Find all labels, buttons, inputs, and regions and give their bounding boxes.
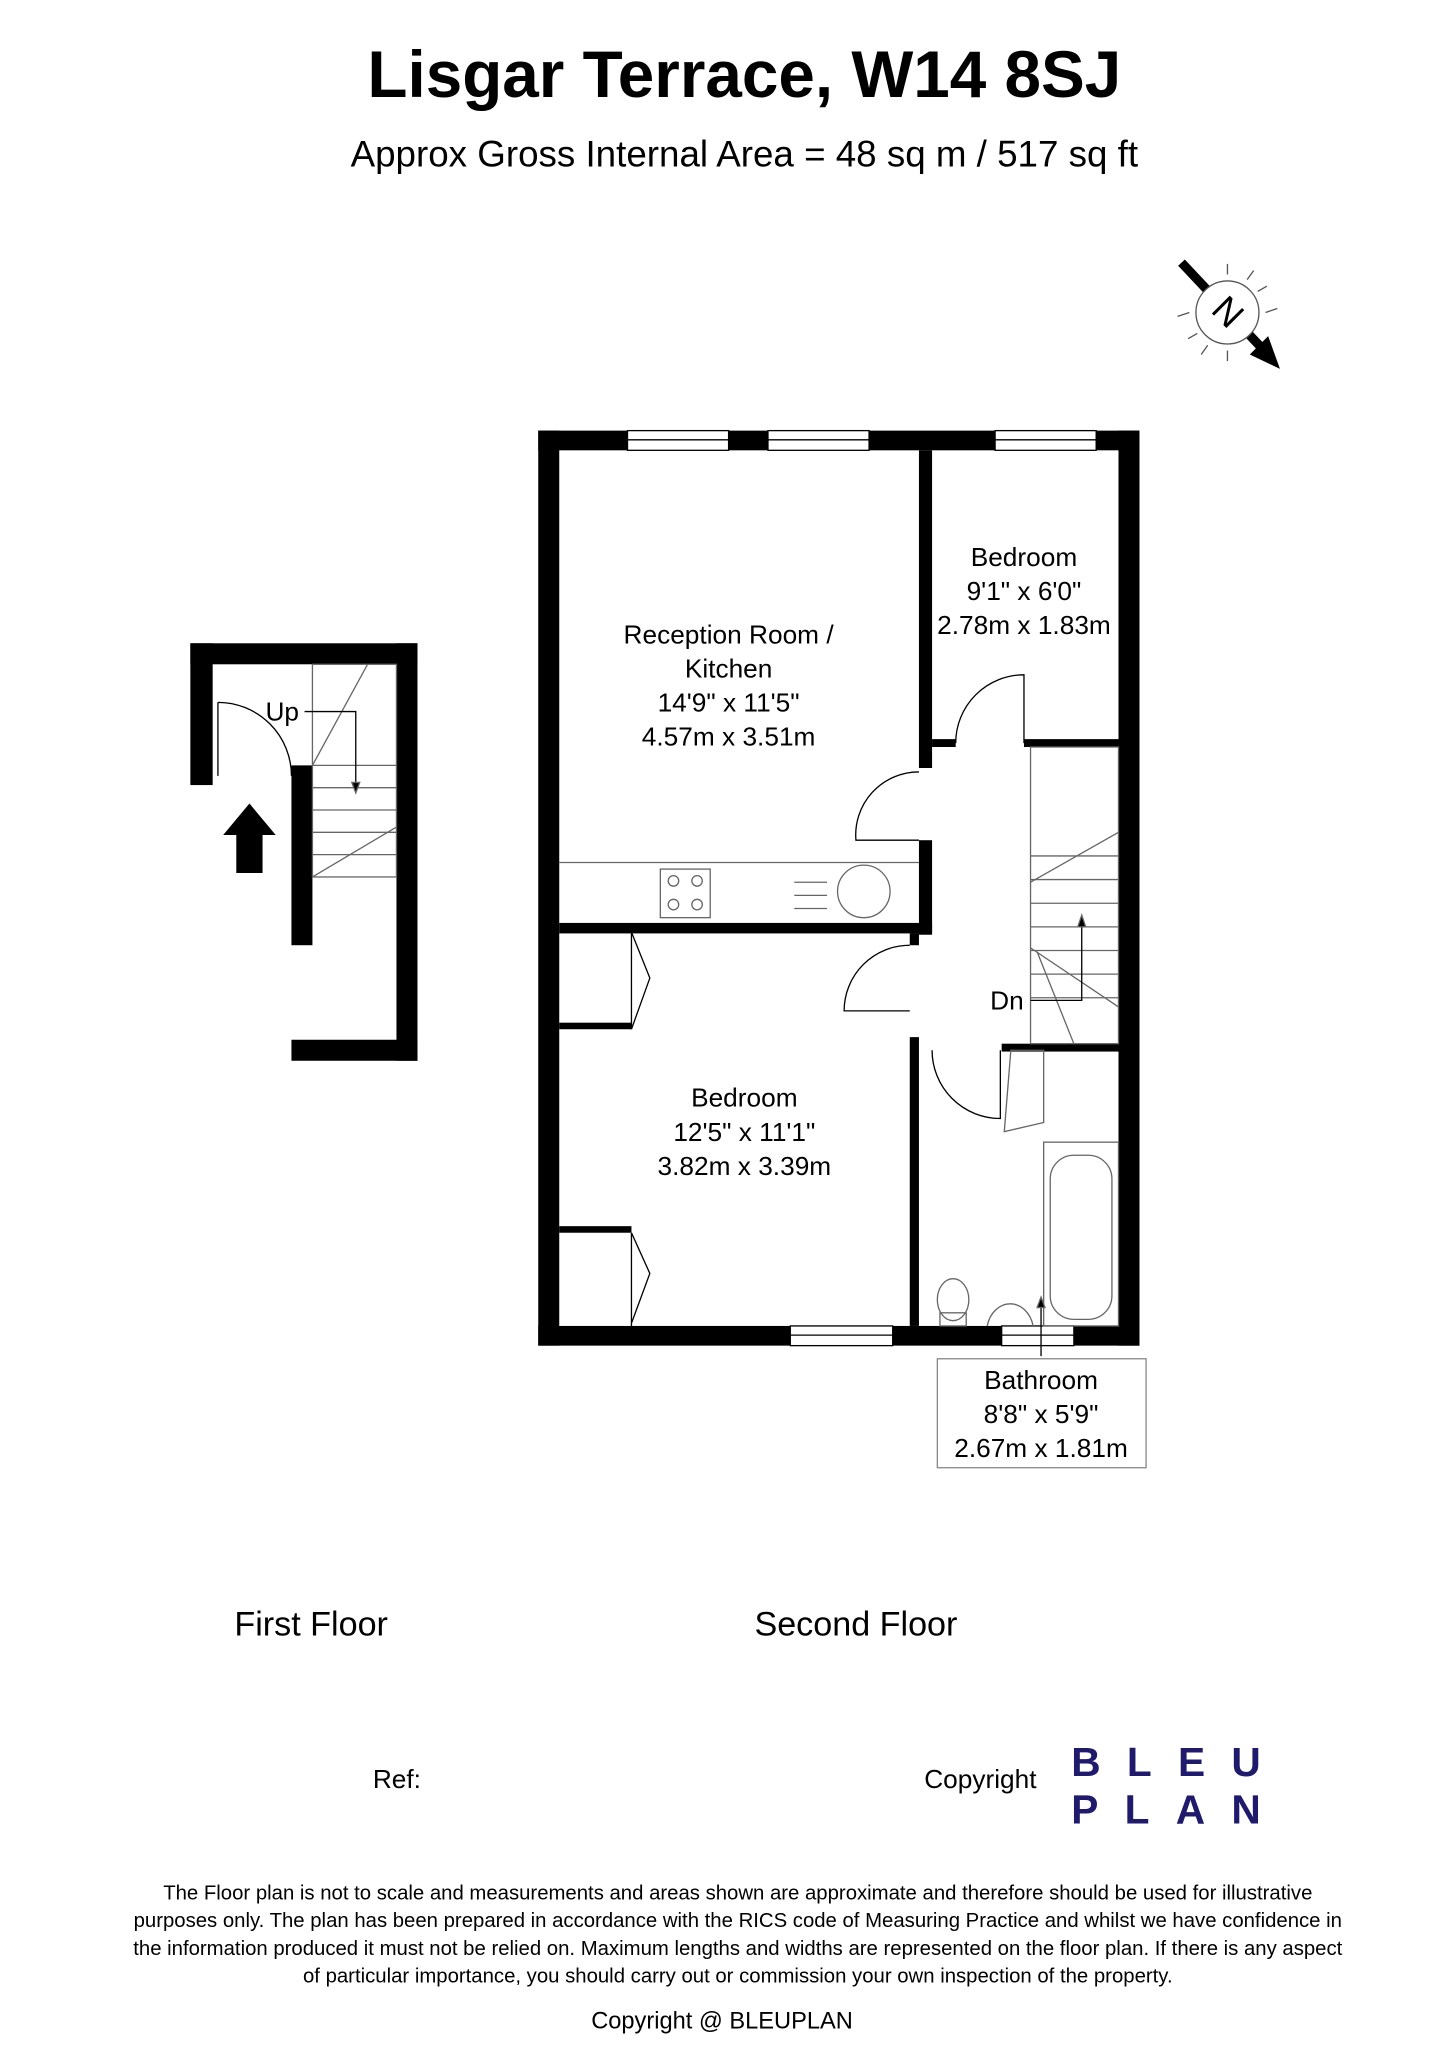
copyright-line: Copyright @ BLEUPLAN [591,2008,853,2034]
area-subtitle: Approx Gross Internal Area = 48 sq m / 5… [351,134,1138,175]
bathroom-imperial: 8'8" x 5'9" [984,1399,1099,1429]
bathroom-name: Bathroom [984,1365,1098,1395]
reception-name: Reception Room / [624,619,835,649]
door [630,674,1025,1326]
reception-name-2: Kitchen [685,653,773,683]
disclaimer-line: purposes only. The plan has been prepare… [134,1910,1342,1932]
bathroom-metric: 2.67m x 1.81m [954,1433,1128,1463]
bleuplan-logo: BLEU PLAN [1071,1739,1287,1832]
bedroom-large-name: Bedroom [691,1083,798,1113]
logo-line-2: PLAN [1071,1786,1287,1832]
reception-imperial: 14'9" x 11'5" [658,688,800,718]
compass-icon: N [1177,259,1280,369]
second-floor-label: Second Floor [754,1606,957,1644]
bedroom-small-imperial: 9'1" x 6'0" [967,576,1082,606]
bedroom-small-metric: 2.78m x 1.83m [937,610,1111,640]
copyright-label: Copyright [924,1764,1037,1794]
staircase-down [1029,746,1120,1045]
second-floor-plan [538,429,1147,1469]
disclaimer: The Floor plan is not to scale and measu… [133,1883,1342,1988]
reception-metric: 4.57m x 3.51m [642,722,816,752]
page-title: Lisgar Terrace, W14 8SJ [367,38,1121,111]
bedroom-small-name: Bedroom [971,542,1078,572]
kitchen-worktop [559,861,919,919]
stairs-up-label: Up [265,697,299,727]
disclaimer-line: of particular importance, you should car… [303,1965,1173,1987]
entrance-arrow-icon [223,803,276,874]
ref-label: Ref: [373,1764,421,1794]
bathroom-fittings [936,1049,1120,1357]
bedroom-large-metric: 3.82m x 3.39m [658,1151,832,1181]
first-floor-label: First Floor [234,1606,388,1644]
bedroom-large-imperial: 12'5" x 11'1" [673,1117,815,1147]
window [626,429,1097,1347]
stairs-down-label: Dn [990,986,1024,1016]
disclaimer-line: The Floor plan is not to scale and measu… [163,1883,1312,1905]
first-floor-plan [190,643,418,1061]
bathroom-label-box [936,1358,1147,1469]
logo-line-1: BLEU [1071,1739,1287,1785]
disclaimer-line: the information produced it must not be … [133,1938,1342,1960]
